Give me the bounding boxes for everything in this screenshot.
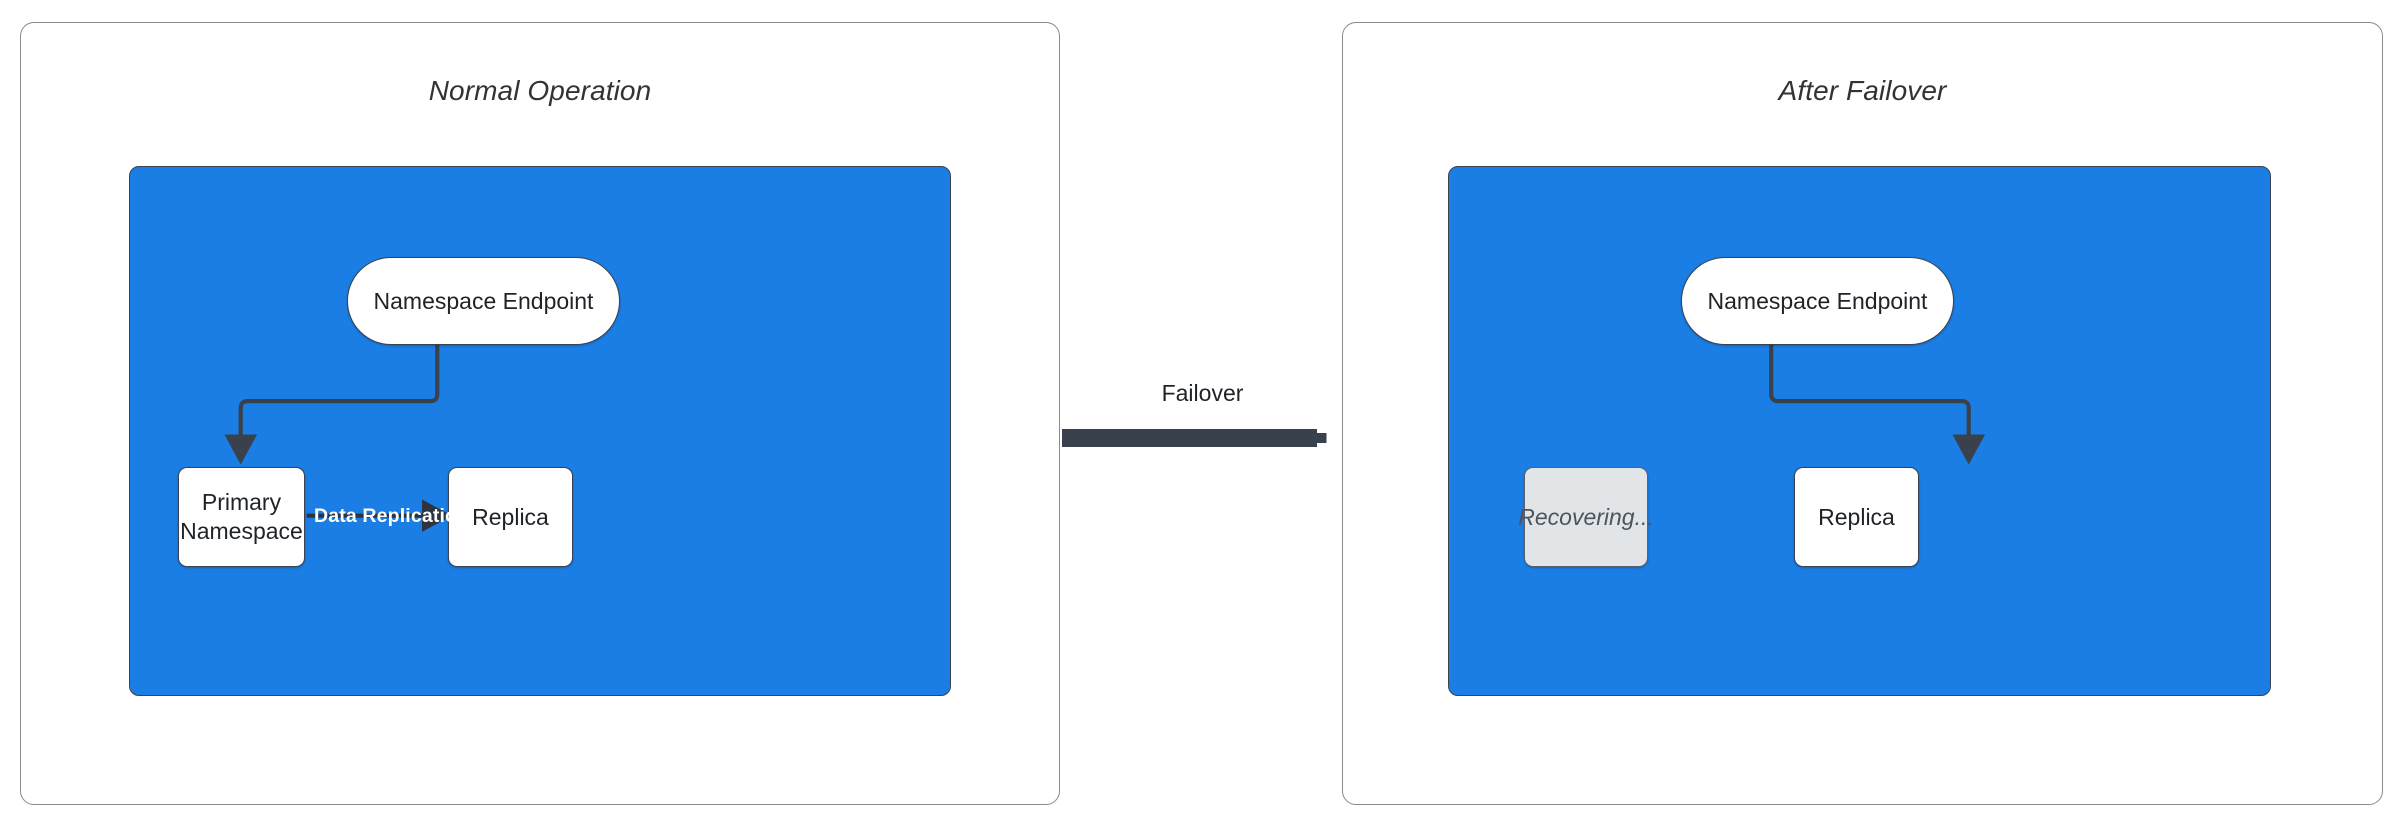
node-replica-normal[interactable]: Replica — [448, 467, 573, 567]
panel-after-failover-title: After Failover — [1778, 75, 1947, 106]
node-label: Replica — [1818, 503, 1895, 530]
failover-transition: Failover — [1055, 380, 1350, 490]
node-label-line2: Namespace — [180, 518, 303, 544]
panel-after-failover: After Failover Namespace Endpoint Recove… — [1342, 22, 2383, 805]
node-label: Primary Namespace — [180, 488, 303, 546]
node-label: Namespace Endpoint — [373, 287, 594, 314]
node-namespace-endpoint-failover[interactable]: Namespace Endpoint — [1681, 257, 1954, 345]
edge-endpoint-to-primary — [224, 342, 440, 465]
node-label-line1: Primary — [201, 489, 282, 516]
blue-zone-after-failover: Namespace Endpoint Recovering... Replica — [1448, 166, 2271, 696]
node-label: Namespace Endpoint — [1707, 287, 1928, 314]
edge-endpoint-to-replica — [1769, 342, 1986, 465]
connectors-after-failover — [1769, 342, 1986, 465]
edge-label-data-replication: Data Replication — [314, 505, 470, 527]
node-label: Recovering... — [1518, 503, 1654, 530]
node-namespace-endpoint-normal[interactable]: Namespace Endpoint — [347, 257, 620, 345]
blue-zone-normal-operation: Namespace Endpoint Primary Namespace Rep… — [129, 166, 951, 696]
node-label: Replica — [472, 503, 549, 530]
panel-normal-operation-title: Normal Operation — [428, 75, 652, 106]
node-recovering[interactable]: Recovering... — [1518, 467, 1654, 567]
panel-normal-operation: Normal Operation Namespace End — [20, 22, 1060, 805]
node-primary-namespace[interactable]: Primary Namespace — [178, 467, 305, 567]
failover-label: Failover — [1161, 380, 1244, 406]
connectors-normal-operation — [224, 342, 453, 532]
node-replica-failover[interactable]: Replica — [1794, 467, 1919, 567]
